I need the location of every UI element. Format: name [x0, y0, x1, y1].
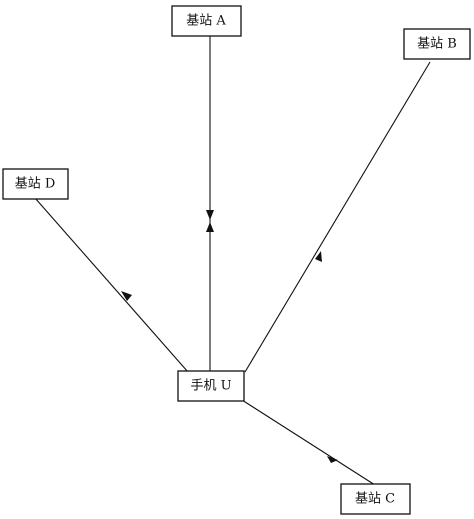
node-label: 手机 U — [190, 379, 231, 394]
node-box — [2, 168, 69, 200]
arrow-toward-b-icon — [315, 251, 322, 262]
edge-u-to-c — [241, 399, 376, 486]
node-label: 基站 C — [355, 492, 395, 507]
node-label: 基站 D — [15, 177, 56, 192]
node-base-station-a: 基站 A — [171, 5, 242, 37]
arrowheads — [121, 210, 338, 463]
edge-u-to-b — [244, 61, 431, 373]
edge-u-to-d — [34, 197, 189, 373]
arrow-toward-d-icon — [121, 291, 132, 301]
node-base-station-d: 基站 D — [2, 168, 69, 200]
node-box — [171, 5, 242, 37]
node-mobile-u: 手机 U — [177, 370, 245, 402]
node-box — [403, 28, 471, 60]
node-box — [340, 483, 411, 515]
node-label: 基站 B — [417, 37, 457, 52]
edges — [34, 36, 431, 486]
node-base-station-c: 基站 C — [340, 483, 411, 515]
arrow-up-icon — [206, 222, 214, 232]
arrow-down-icon — [206, 210, 214, 220]
node-label: 基站 A — [186, 14, 226, 29]
node-box — [177, 370, 245, 402]
arrow-toward-c-icon — [327, 456, 338, 463]
node-base-station-b: 基站 B — [403, 28, 471, 60]
